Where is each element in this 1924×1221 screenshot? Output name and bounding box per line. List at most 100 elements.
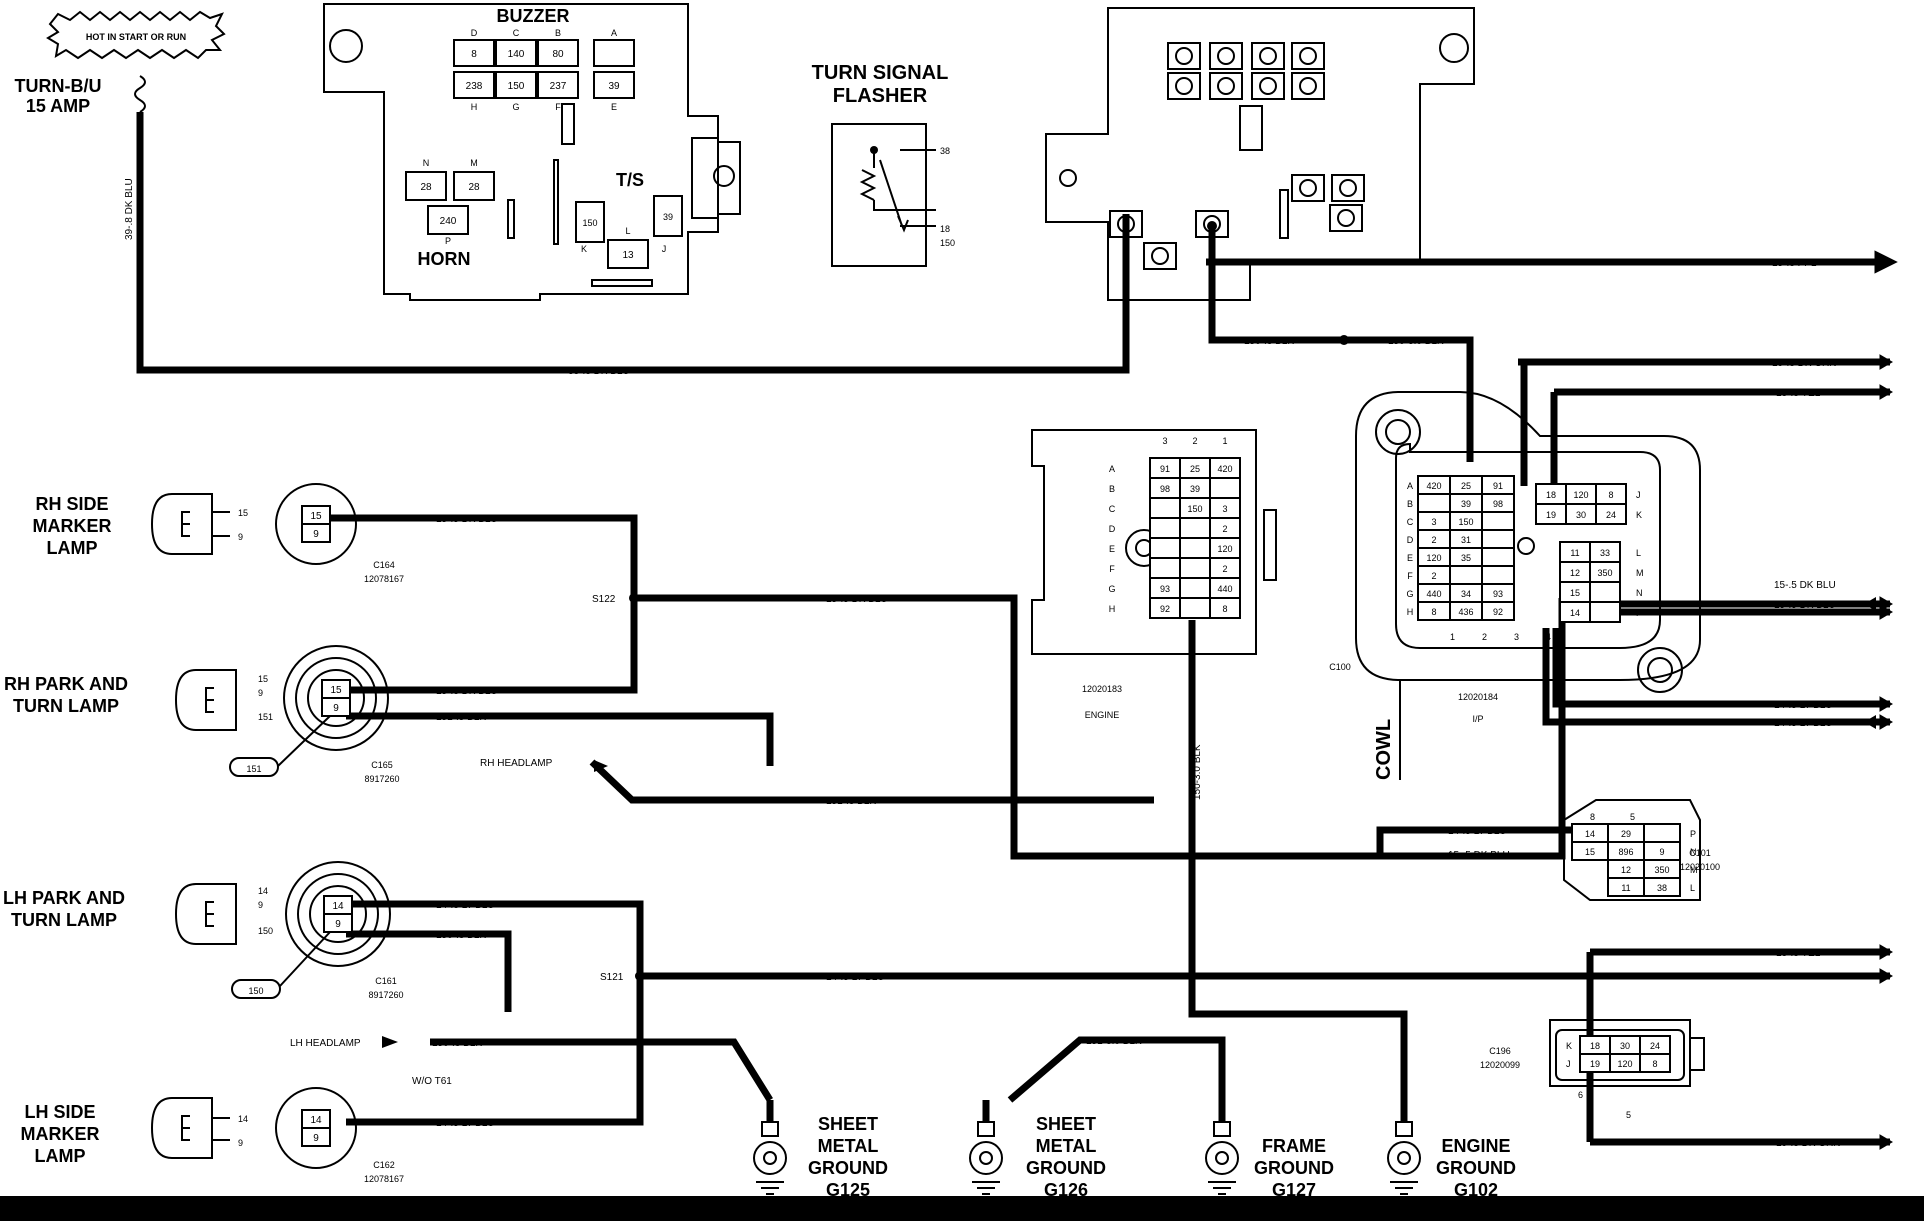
fuse-letter-r2-1: G bbox=[512, 102, 519, 112]
rh-side-leads bbox=[212, 511, 230, 537]
fuse-cell-r1-1-text: 140 bbox=[508, 49, 525, 60]
fuse-cell-p-text: 240 bbox=[440, 216, 457, 227]
svg-text:MARKER: MARKER bbox=[33, 516, 112, 536]
c161-tag-text: 150 bbox=[248, 986, 263, 996]
ground-label: METAL bbox=[818, 1136, 879, 1156]
eng-cell-G2-text: 440 bbox=[1217, 584, 1232, 594]
ground-symbol-icon bbox=[756, 1181, 784, 1195]
svg-text:S121: S121 bbox=[600, 972, 624, 983]
c164-ring bbox=[275, 483, 357, 565]
fuse-letter-r2-0: H bbox=[471, 102, 478, 112]
ip-bottom-num: 4 bbox=[1546, 632, 1551, 642]
c101-letter: P bbox=[1690, 829, 1696, 839]
ip-lower-letter: P bbox=[1636, 608, 1642, 618]
svg-text:18-.8 YEL: 18-.8 YEL bbox=[1776, 948, 1821, 959]
ip-cell-A2-text: 91 bbox=[1493, 481, 1503, 491]
ip-cell-B0 bbox=[1417, 493, 1451, 513]
relay-slot bbox=[1291, 42, 1325, 70]
ip-right-11-text: 30 bbox=[1576, 510, 1586, 520]
relay-dot bbox=[1175, 77, 1193, 95]
ip-bottom-num: 3 bbox=[1514, 632, 1519, 642]
eng-row-C: C bbox=[1109, 504, 1116, 514]
ground-label: G126 bbox=[1044, 1180, 1088, 1200]
c101-cell-32-text: 38 bbox=[1657, 883, 1667, 893]
eng-row-F: F bbox=[1109, 564, 1115, 574]
rh-park-pin3: 151 bbox=[258, 712, 273, 722]
eng-cell-F2-text: 2 bbox=[1222, 564, 1227, 574]
c101-cell-10-text: 15 bbox=[1585, 847, 1595, 857]
c101-letter: L bbox=[1690, 883, 1695, 893]
lh-side-pin2: 9 bbox=[238, 1138, 243, 1148]
arrow-icon bbox=[1879, 696, 1893, 712]
ground-lug bbox=[1395, 1121, 1413, 1137]
c165-tag-text: 151 bbox=[246, 764, 261, 774]
ground-ring-icon bbox=[1397, 1151, 1411, 1165]
splice-s121: S121 bbox=[600, 971, 645, 983]
ip-cell-F0-text: 2 bbox=[1431, 571, 1436, 581]
c196-cell-00-text: 18 bbox=[1590, 1041, 1600, 1051]
engine-conn-caption: ENGINE bbox=[1085, 710, 1120, 720]
svg-text:S122: S122 bbox=[592, 594, 616, 605]
arrow-icon bbox=[1879, 944, 1893, 960]
ip-right-02-text: 8 bbox=[1608, 490, 1613, 500]
fuse-letter-r2-3: E bbox=[611, 102, 617, 112]
eng-cell-A2-text: 420 bbox=[1217, 464, 1232, 474]
ip-cell-C2 bbox=[1481, 511, 1515, 531]
c165-cell-1-text: 9 bbox=[333, 703, 339, 714]
ground-ring-icon bbox=[969, 1141, 1003, 1175]
svg-text:12078167: 12078167 bbox=[364, 574, 404, 584]
svg-text:15-.5 DK BLU: 15-.5 DK BLU bbox=[436, 514, 498, 525]
relay-slot bbox=[1251, 42, 1285, 70]
fuse-cell-r2-3-text: 39 bbox=[608, 81, 620, 92]
fuse-letter-l: L bbox=[625, 226, 630, 236]
eng-row-H: H bbox=[1109, 604, 1116, 614]
c164-cell-1-text: 9 bbox=[313, 529, 319, 540]
relay-dot bbox=[1299, 77, 1317, 95]
relay-dot bbox=[1217, 77, 1235, 95]
fuse-cell-r1-2-text: 80 bbox=[552, 49, 564, 60]
fuse-cell-j-text: 39 bbox=[663, 212, 673, 222]
c101-cell-00-text: 14 bbox=[1585, 829, 1595, 839]
c101-top: 8 bbox=[1590, 812, 1595, 822]
eng-cell-E0 bbox=[1149, 537, 1181, 559]
svg-text:14-.5 LT BLU: 14-.5 LT BLU bbox=[826, 972, 885, 983]
fuse-cell-m-text: 28 bbox=[468, 182, 480, 193]
svg-text:BUZZER: BUZZER bbox=[497, 6, 570, 26]
eng-cell-C0 bbox=[1149, 497, 1181, 519]
svg-text:C161: C161 bbox=[375, 976, 397, 986]
c161-cell-1-text: 9 bbox=[335, 919, 341, 930]
eng-col-1: 1 bbox=[1222, 436, 1227, 446]
svg-text:FLASHER: FLASHER bbox=[833, 85, 928, 107]
ip-cell-E1-text: 35 bbox=[1461, 553, 1471, 563]
fuse-letter-r1-1: C bbox=[513, 28, 520, 38]
eng-row-D: D bbox=[1109, 524, 1116, 534]
svg-text:14-.5 LT BLU: 14-.5 LT BLU bbox=[1448, 826, 1507, 837]
eng-cell-D1 bbox=[1179, 517, 1211, 539]
c196-cell-11-text: 120 bbox=[1617, 1059, 1632, 1069]
fuse-cell-r1-3 bbox=[593, 39, 635, 67]
lh-park-pin2: 9 bbox=[258, 900, 263, 910]
fuse-cell-n-text: 28 bbox=[420, 182, 432, 193]
rh-side-pin1: 15 bbox=[238, 508, 248, 518]
lh-park-pin1: 14 bbox=[258, 886, 268, 896]
svg-text:LAMP: LAMP bbox=[47, 538, 98, 558]
c162-cell-1-text: 9 bbox=[313, 1133, 319, 1144]
ground-ring-icon bbox=[1205, 1141, 1239, 1175]
svg-text:TURN SIGNAL: TURN SIGNAL bbox=[812, 62, 949, 84]
cowl-label: COWL bbox=[1373, 719, 1395, 780]
fuse-slot bbox=[561, 103, 575, 145]
eng-col-2: 2 bbox=[1192, 436, 1197, 446]
ground-ring-icon bbox=[1215, 1151, 1229, 1165]
ip-cell-G0-text: 440 bbox=[1426, 589, 1441, 599]
c101-cell-21-text: 12 bbox=[1621, 865, 1631, 875]
rh-park-pin2: 9 bbox=[258, 688, 263, 698]
eng-cell-G0-text: 93 bbox=[1160, 584, 1170, 594]
svg-text:150: 150 bbox=[940, 238, 955, 248]
ip-row-G: G bbox=[1406, 589, 1413, 599]
relay-slot bbox=[1167, 72, 1201, 100]
c161-ring bbox=[309, 885, 367, 943]
svg-text:14-.5 LT BLU: 14-.5 LT BLU bbox=[1774, 718, 1833, 729]
ground-label: GROUND bbox=[1026, 1158, 1106, 1178]
fuse-cell-k-text: 150 bbox=[582, 218, 597, 228]
